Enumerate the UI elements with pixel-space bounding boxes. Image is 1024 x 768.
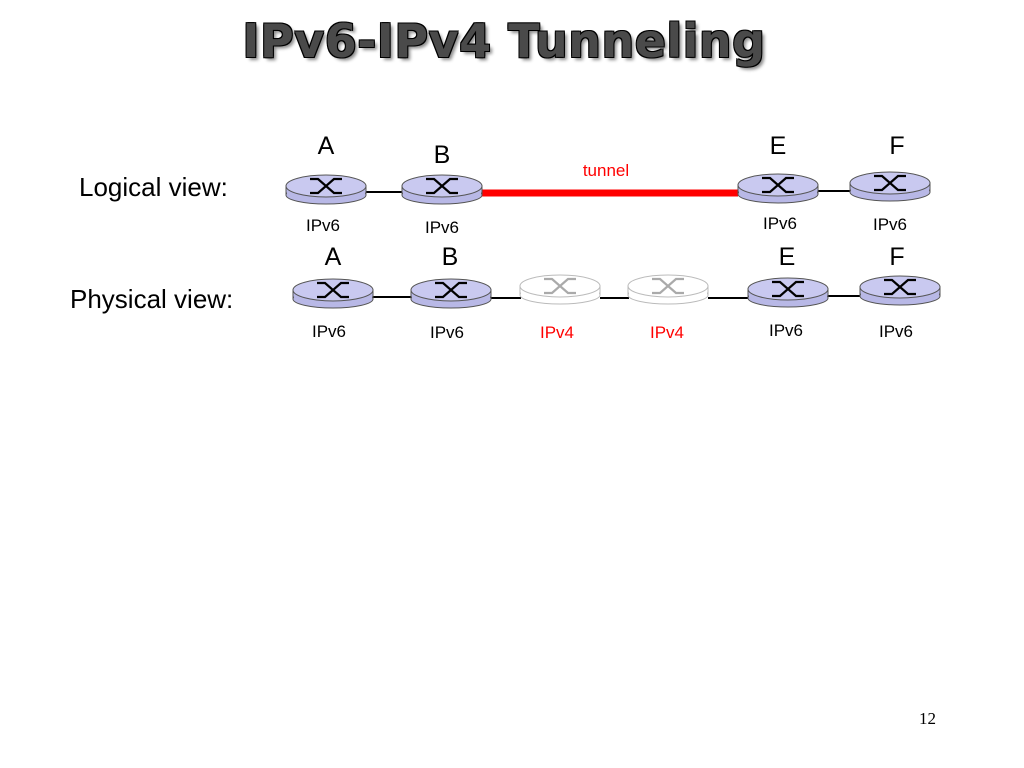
logical-protocol-label: IPv6 [762, 214, 798, 233]
physical-node-letter: B [441, 243, 459, 271]
physical-protocol-label: IPv6 [768, 321, 804, 340]
logical-node-letter: B [433, 141, 451, 169]
router-icon [859, 275, 941, 306]
physical-protocol-label-ipv4: IPv4 [539, 323, 575, 342]
logical-node-letter: A [317, 132, 335, 160]
physical-node-letter: F [889, 243, 905, 271]
physical-protocol-label: IPv6 [878, 322, 914, 341]
logical-node-letter: E [769, 132, 787, 160]
logical-protocol-label: IPv6 [305, 216, 341, 235]
logical-protocol-label: IPv6 [424, 218, 460, 237]
router-icon [401, 174, 483, 205]
router-icon [410, 278, 492, 309]
physical-view-label: Physical view: [70, 284, 234, 314]
router-icon [737, 173, 819, 204]
physical-node-letter: A [324, 243, 342, 271]
logical-node-letter: F [889, 132, 905, 160]
physical-protocol-label-ipv4: IPv4 [649, 323, 685, 342]
physical-protocol-label: IPv6 [311, 322, 347, 341]
router-icon [285, 174, 367, 205]
router-icon [849, 171, 931, 202]
physical-node-letter: E [778, 243, 796, 271]
tunnel-label: tunnel [582, 161, 630, 180]
router-icon-ipv4-dimmed [627, 274, 709, 305]
page-number: 12 [919, 709, 936, 728]
physical-protocol-label: IPv6 [429, 323, 465, 342]
slide-title: IPv6-IPv4 Tunneling [242, 14, 766, 68]
logical-view-label: Logical view: [79, 172, 228, 202]
router-icon-ipv4-dimmed [519, 274, 601, 305]
logical-protocol-label: IPv6 [872, 215, 908, 234]
router-icon [747, 277, 829, 308]
router-icon [292, 278, 374, 309]
